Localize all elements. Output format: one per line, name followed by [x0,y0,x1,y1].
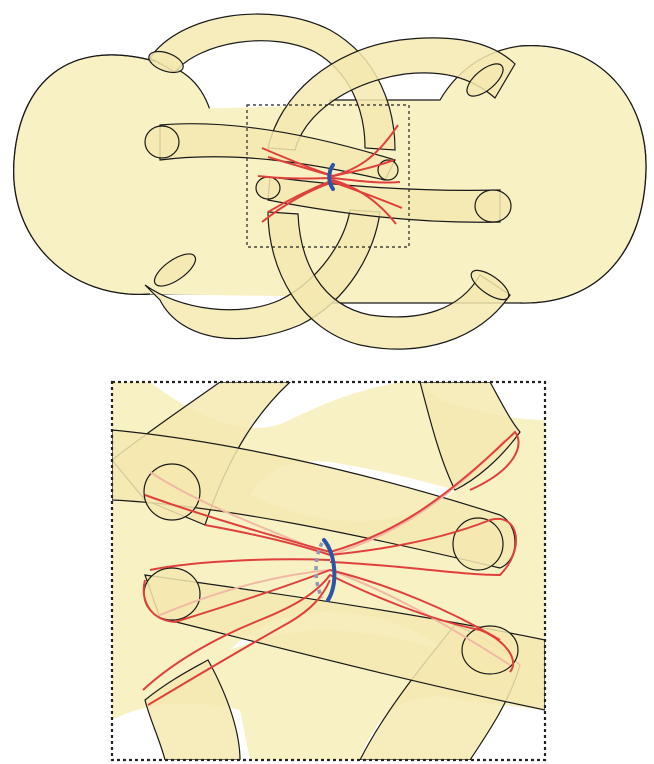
zoomed-panel [112,382,545,760]
overview-panel [14,14,646,349]
